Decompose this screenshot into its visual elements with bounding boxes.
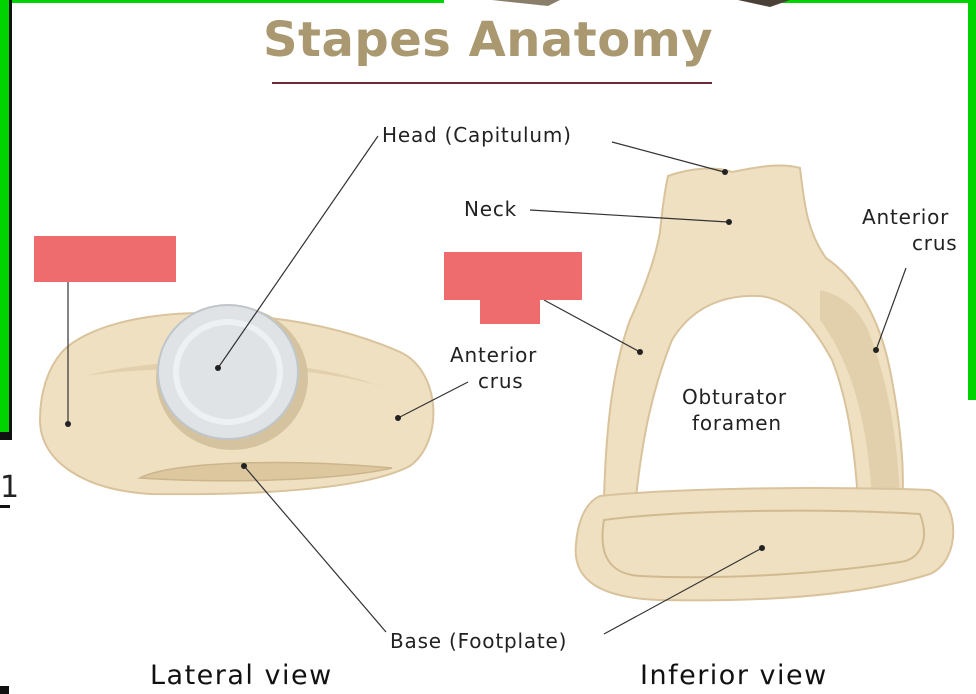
leader-dots [65, 169, 879, 551]
label-anterior-crus-right-1: Anterior [862, 205, 950, 229]
frame-mark-3 [0, 686, 9, 694]
title-underline [272, 82, 712, 84]
leader-head-inferior [611, 141, 725, 173]
dot-anterior-crus-lateral [395, 415, 401, 421]
lateral-footplate-groove [137, 461, 393, 482]
leader-anterior-crus-lateral [397, 381, 469, 419]
dot-masked-inferior [637, 349, 643, 355]
leader-base-inferior [603, 547, 763, 635]
inferior-footplate [574, 487, 955, 602]
mask-box-inferior-top [444, 252, 582, 300]
dot-base-inferior [759, 545, 765, 551]
mask-box-lateral [34, 236, 176, 282]
caption-lateral-view: Lateral view [150, 660, 333, 691]
dot-head-lateral [215, 365, 221, 371]
leader-base-lateral [243, 465, 387, 633]
label-base: Base (Footplate) [390, 629, 568, 653]
frame-mark-2 [0, 505, 10, 508]
page-title: Stapes Anatomy [262, 12, 714, 68]
label-obturator-2: foramen [692, 411, 782, 435]
top-fragment-left [492, 0, 560, 6]
inferior-crus-shadow [820, 290, 900, 502]
frame-right [968, 0, 976, 400]
lateral-stapes [38, 304, 435, 496]
lateral-head-rim [173, 319, 283, 425]
mask-box-inferior-stem [480, 298, 540, 324]
frame-mark-1 [0, 432, 12, 440]
dot-masked-lateral [65, 421, 71, 427]
label-obturator-1: Obturator [682, 385, 787, 409]
inferior-footplate-groove [601, 509, 925, 579]
frame-left [0, 0, 9, 432]
label-anterior-crus-right-2: crus [912, 231, 958, 255]
leader-head-lateral [217, 135, 379, 369]
leader-masked-inferior [543, 299, 641, 353]
inferior-stapes [574, 164, 955, 602]
leader-neck [529, 209, 729, 223]
frame-top-left [0, 0, 444, 3]
frame-top-right [770, 0, 976, 3]
dot-neck [726, 219, 732, 225]
dot-head-inferior [722, 169, 728, 175]
label-neck: Neck [464, 197, 518, 221]
stray-glyph-left: 1 [0, 470, 20, 505]
inferior-arch [602, 164, 904, 503]
frame-left-inner [9, 0, 12, 432]
leader-anterior-crus-right [875, 267, 907, 351]
dot-anterior-crus-right [873, 347, 879, 353]
label-head: Head (Capitulum) [382, 123, 572, 147]
caption-inferior-view: Inferior view [640, 660, 828, 691]
leader-lines [67, 135, 907, 635]
top-fragment-right [738, 0, 790, 7]
label-anterior-crus-mid-1: Anterior [450, 343, 538, 367]
dot-base-lateral [241, 463, 247, 469]
label-anterior-crus-mid-2: crus [478, 369, 524, 393]
